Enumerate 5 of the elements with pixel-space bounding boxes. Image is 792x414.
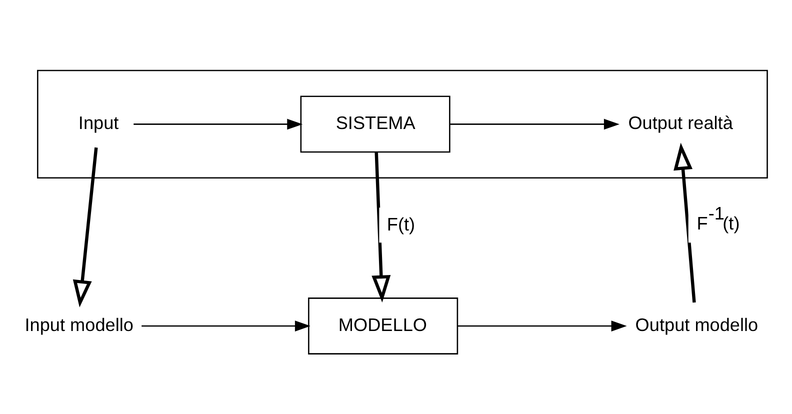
node-text: Output modello [635, 314, 758, 335]
node-text: Input modello [24, 314, 134, 335]
node-text: Input [78, 112, 119, 133]
node-text: Output realtà [628, 112, 733, 133]
edge-label: F(t) [386, 214, 416, 235]
